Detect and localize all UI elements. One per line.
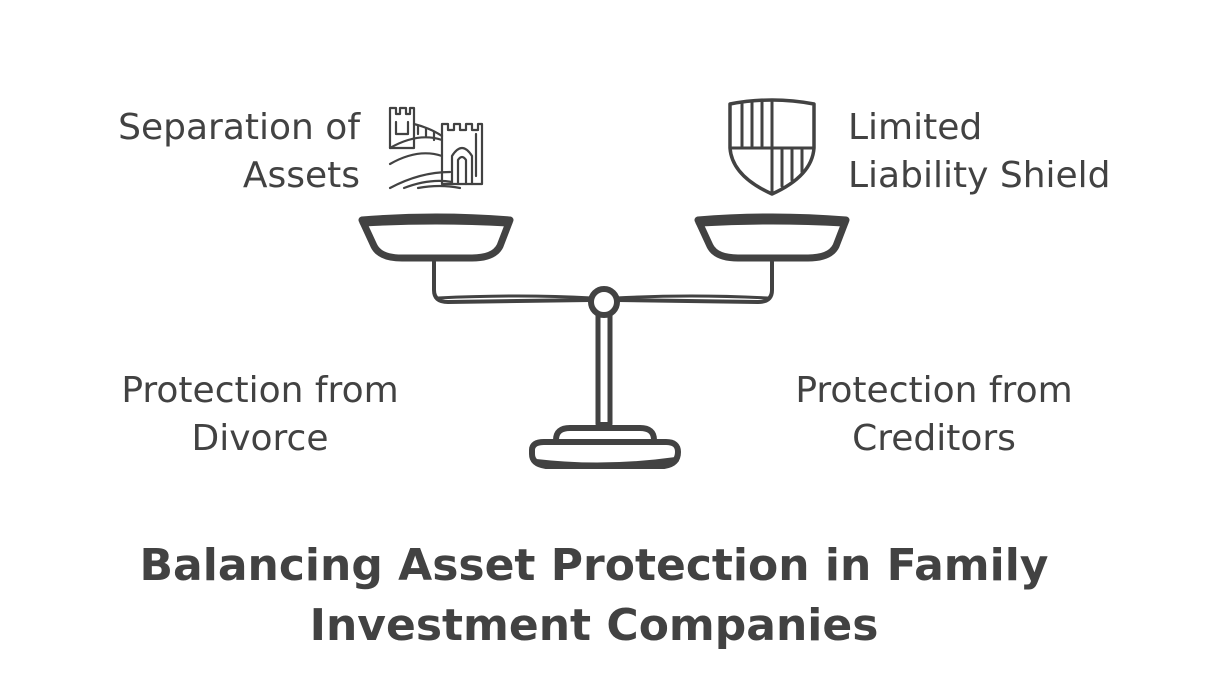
protection-from-creditors-label: Protection from Creditors <box>795 370 1073 459</box>
title-line-1: Balancing Asset Protection in Family <box>139 540 1049 591</box>
limited-liability-shield-label: Limited Liability Shield <box>848 107 1111 196</box>
protection-from-divorce-label: Protection from Divorce <box>121 370 399 459</box>
separation-of-assets-label: Separation of Assets <box>118 107 360 196</box>
diagram-title: Balancing Asset Protection in Family Inv… <box>0 536 1208 656</box>
title-line-2: Investment Companies <box>309 600 879 651</box>
balance-scale-icon <box>358 213 850 469</box>
shield-icon <box>728 98 816 196</box>
castle-wall-icon <box>388 106 484 190</box>
